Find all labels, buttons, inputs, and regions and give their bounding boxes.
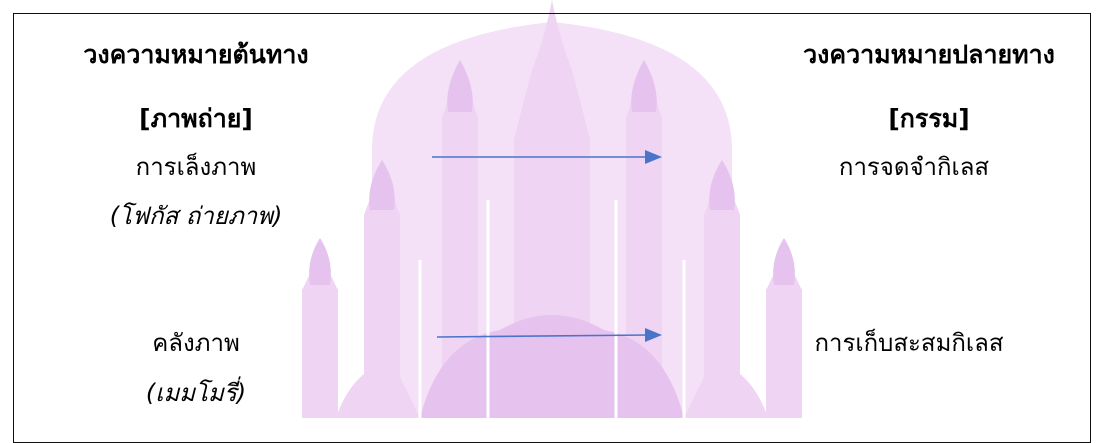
mapping-arrows xyxy=(0,0,1104,418)
arrow-right-icon xyxy=(432,150,662,164)
document-page: วงความหมายต้นทาง [ภาพถ่าย] การเล็งภาพ (โ… xyxy=(0,0,1104,418)
arrow-right-icon xyxy=(437,328,662,342)
